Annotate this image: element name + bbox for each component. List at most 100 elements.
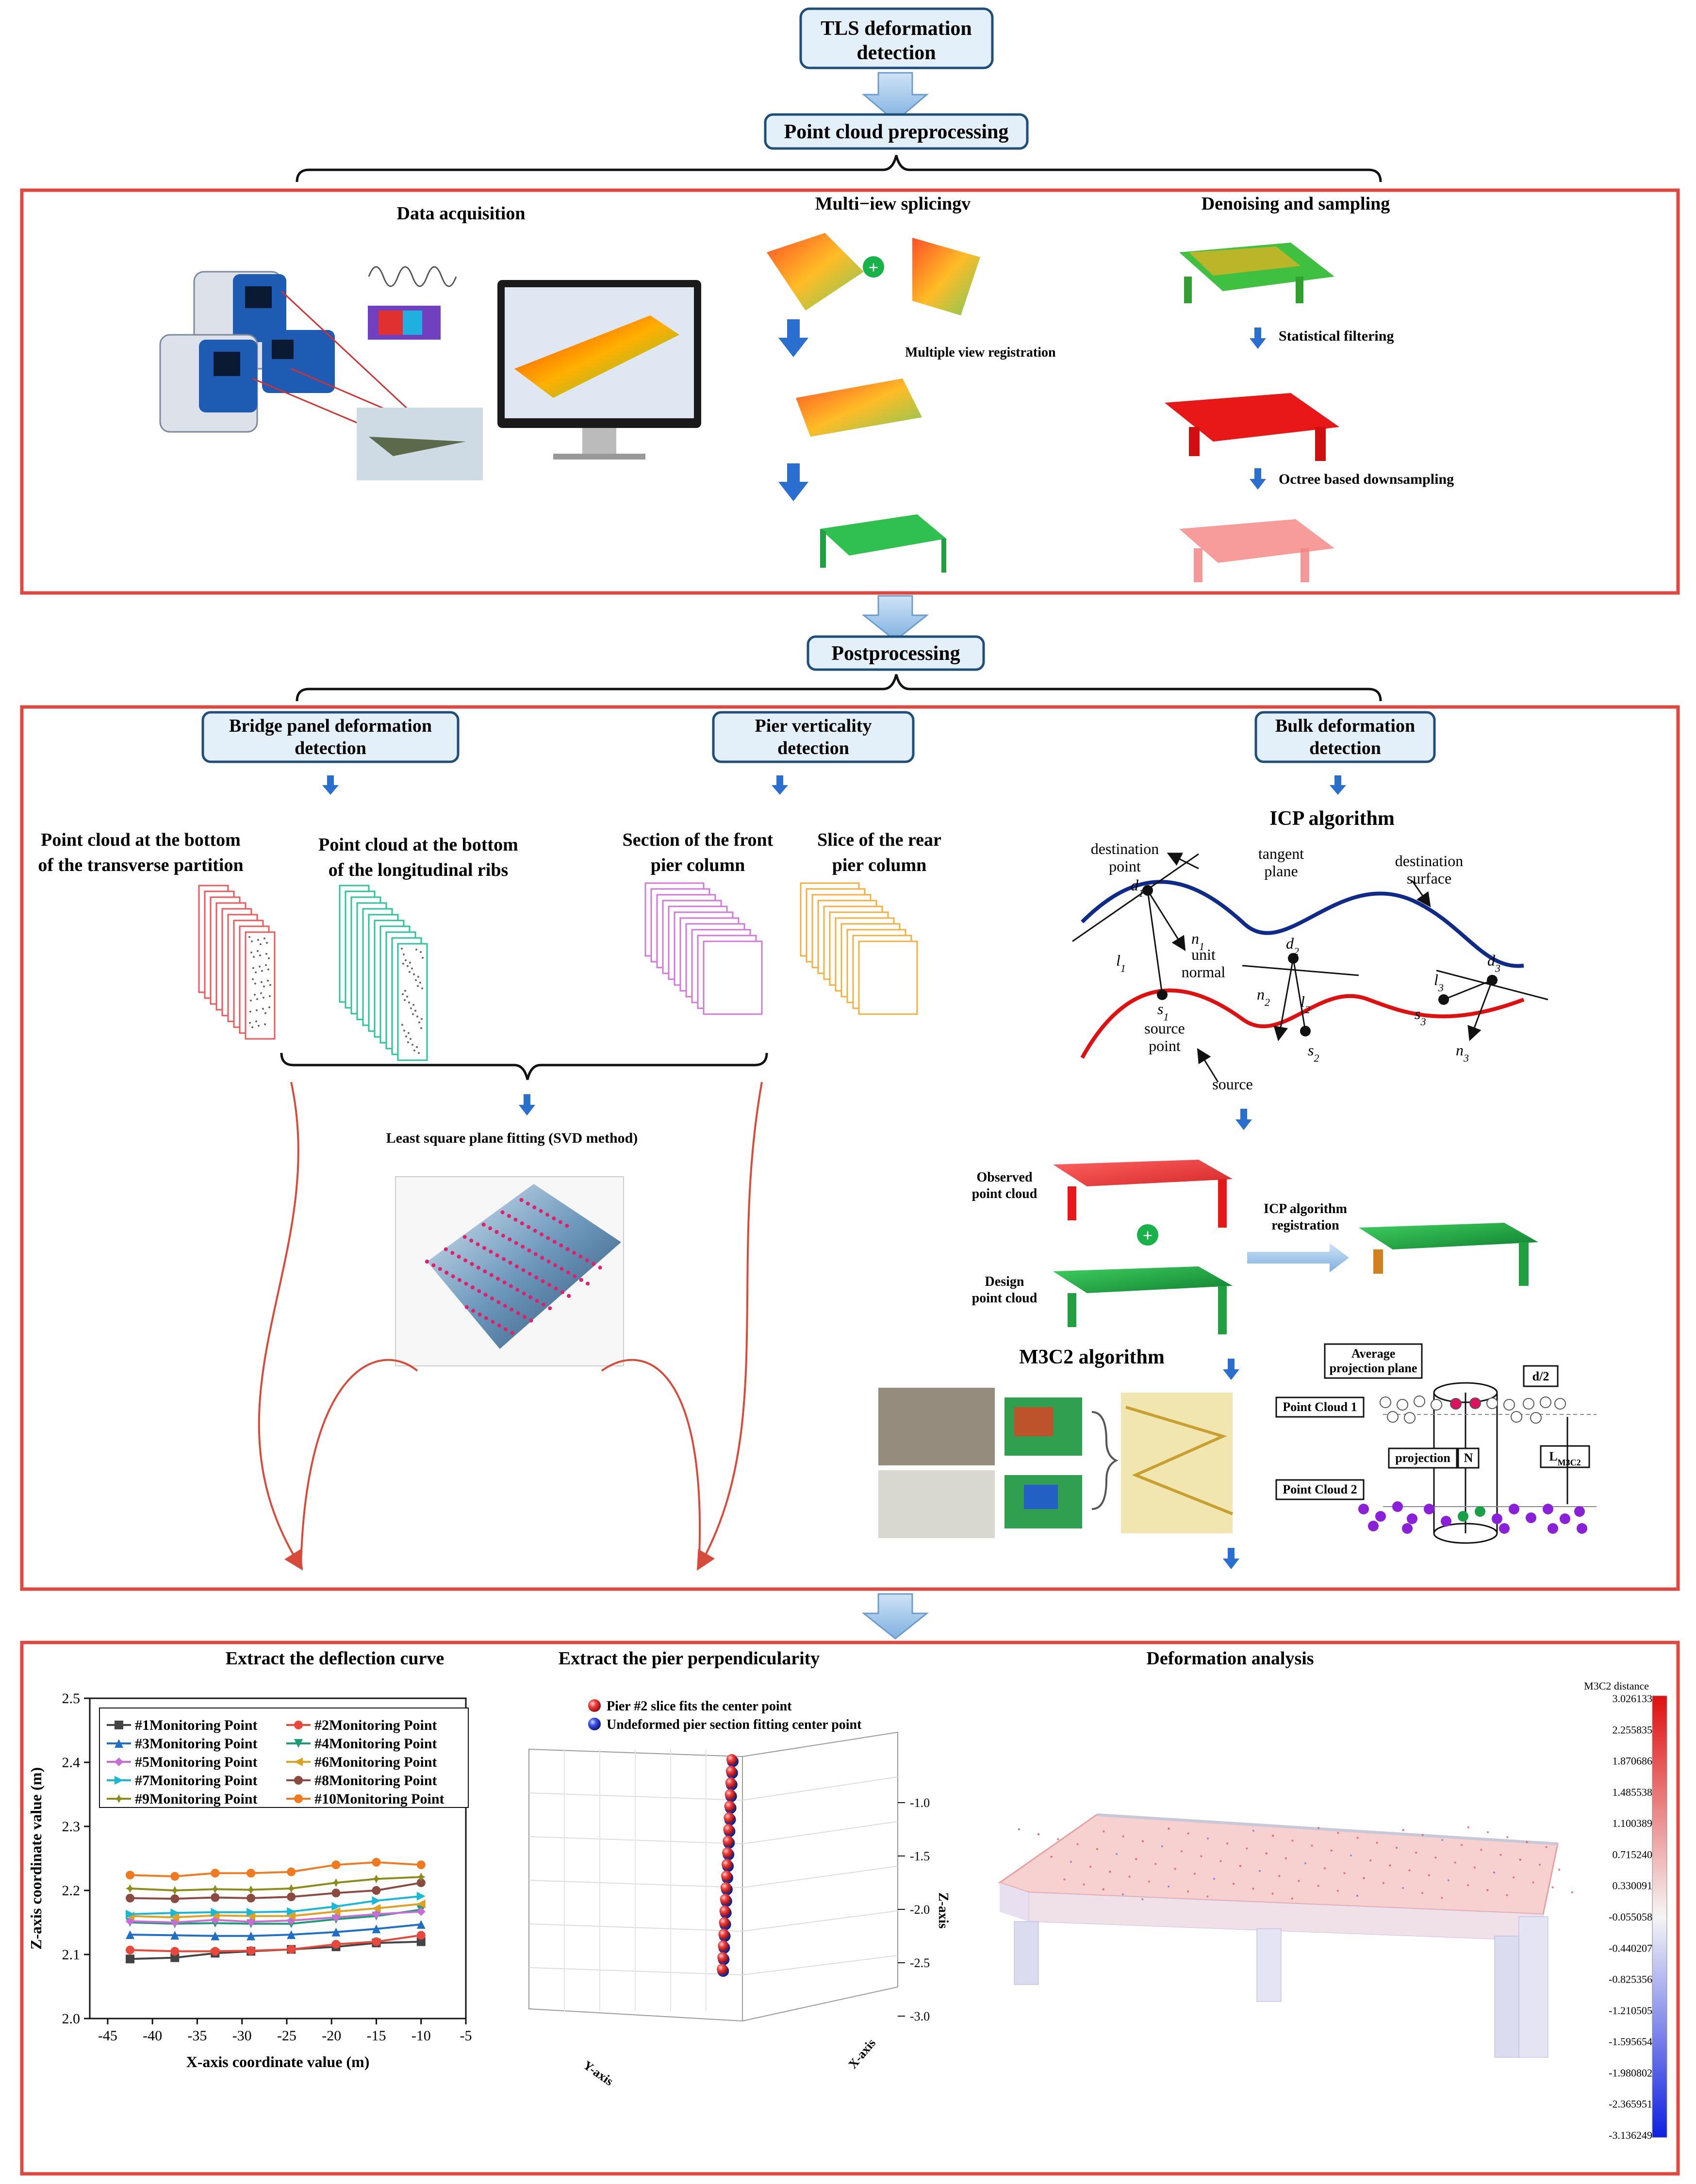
data-point	[247, 1885, 256, 1894]
pier-center-slice	[724, 1801, 735, 1811]
series-line	[130, 1882, 422, 1900]
data-point	[416, 1878, 426, 1888]
data-point	[211, 1869, 220, 1878]
preprocessing-node: Point cloud preprocessing	[764, 113, 1029, 150]
x-tick-label: -35	[187, 2028, 207, 2044]
brace-postprocess	[296, 674, 1382, 702]
pier-center-slice	[723, 1824, 734, 1835]
data-point	[170, 1931, 180, 1940]
data-point	[372, 1886, 381, 1895]
data-point	[416, 1872, 426, 1882]
pier-center-slice	[725, 1766, 737, 1776]
data-point	[416, 1920, 426, 1929]
scanner-illustration	[159, 266, 483, 480]
data-point	[170, 1947, 180, 1956]
data-point	[170, 1872, 180, 1881]
multiview-label: Multi−iew splicingv	[815, 194, 971, 214]
data-point	[287, 1892, 296, 1902]
pier-center-slice	[718, 1940, 729, 1951]
y-tick-label: 2.5	[62, 1691, 81, 1707]
data-point	[331, 1913, 341, 1922]
pier-center-slice	[721, 1871, 732, 1881]
y-tick-label: 2.4	[62, 1755, 81, 1771]
pier-legend: Pier #2 slice fits the center point Unde…	[588, 1699, 862, 1732]
legend-entry: #7Monitoring Point	[135, 1773, 258, 1789]
colorbar-tick: -0.440207	[1609, 1942, 1652, 1954]
legend-entry: #4Monitoring Point	[314, 1736, 437, 1752]
svg-text:projection: projection	[1395, 1451, 1450, 1465]
colorbar-tick: 3.026133	[1613, 1692, 1653, 1705]
colorbar-tick: 1.100389	[1613, 1817, 1653, 1829]
pier-center-slice	[726, 1754, 737, 1765]
svg-text:Z-axis: Z-axis	[936, 1892, 951, 1929]
pier-center-slice	[719, 1917, 730, 1928]
down-arrow-small-6	[519, 1094, 535, 1116]
y-tick-label: 2.2	[62, 1883, 81, 1899]
colorbar-tick: -1.595654	[1609, 2036, 1652, 2048]
svg-text:d1: d1	[1131, 876, 1144, 899]
z-tick-label: -3.0	[910, 2009, 930, 2023]
data-acquisition-label: Data acquisition	[397, 203, 526, 224]
colorbar-tick: -1.980802	[1609, 2067, 1652, 2079]
data-point	[416, 1907, 426, 1916]
deflection-chart: -45-40-35-30-25-20-15-10-52.02.12.22.32.…	[27, 1691, 472, 2070]
down-arrow-small-5	[1330, 775, 1346, 795]
svg-text:l1: l1	[1116, 952, 1126, 974]
slice-1-10	[397, 943, 428, 1061]
data-point	[170, 1894, 180, 1904]
series-line	[130, 1876, 421, 1892]
pier-center-slice	[722, 1847, 733, 1858]
red-curve-plot-left	[300, 1359, 418, 1568]
data-point	[372, 1857, 381, 1867]
x-tick-label: -15	[366, 2028, 386, 2044]
pier-center-slice	[723, 1836, 734, 1846]
data-point	[287, 1945, 296, 1954]
x-tick-label: -30	[232, 2028, 252, 2044]
red-curve-right	[697, 1082, 763, 1571]
z-tick-label: -1.5	[910, 1849, 930, 1863]
denoise-illustration: Statistical filtering Octree based downs…	[1165, 243, 1454, 582]
down-arrow-small-7	[1235, 1109, 1252, 1130]
deform-title: Deformation analysis	[1146, 1648, 1314, 1669]
red-curve-plot-right	[601, 1359, 701, 1568]
pier-center-slice	[717, 1952, 728, 1963]
statistical-filtering-label: Statistical filtering	[1279, 328, 1394, 344]
data-point	[247, 1869, 256, 1878]
multiview-illustration: + Multiple view registration	[767, 233, 1056, 573]
svg-text:l3: l3	[1434, 971, 1444, 994]
preprocessing-label: Point cloud preprocessing	[784, 121, 1009, 143]
colorbar-tick: 0.715240	[1613, 1848, 1653, 1860]
data-point	[170, 1913, 180, 1922]
data-point	[372, 1924, 381, 1934]
data-point	[247, 1893, 256, 1903]
down-arrow-1	[861, 72, 929, 122]
data-point	[372, 1874, 381, 1884]
deformation-bridge	[998, 1813, 1573, 2058]
data-point	[126, 1945, 135, 1954]
data-point	[372, 1896, 381, 1905]
series-line	[130, 1908, 422, 1925]
down-arrow-2	[861, 595, 929, 641]
data-point	[126, 1930, 135, 1939]
data-point	[247, 1931, 256, 1940]
data-point	[331, 1888, 341, 1898]
down-arrow-small-8	[1223, 1359, 1239, 1380]
data-point	[416, 1937, 426, 1946]
svg-text:X-axis: X-axis	[845, 2036, 878, 2071]
slice-stacks	[198, 882, 918, 1061]
svg-text:d/2: d/2	[1532, 1369, 1549, 1383]
multiple-view-registration-label: Multiple view registration	[905, 345, 1056, 360]
